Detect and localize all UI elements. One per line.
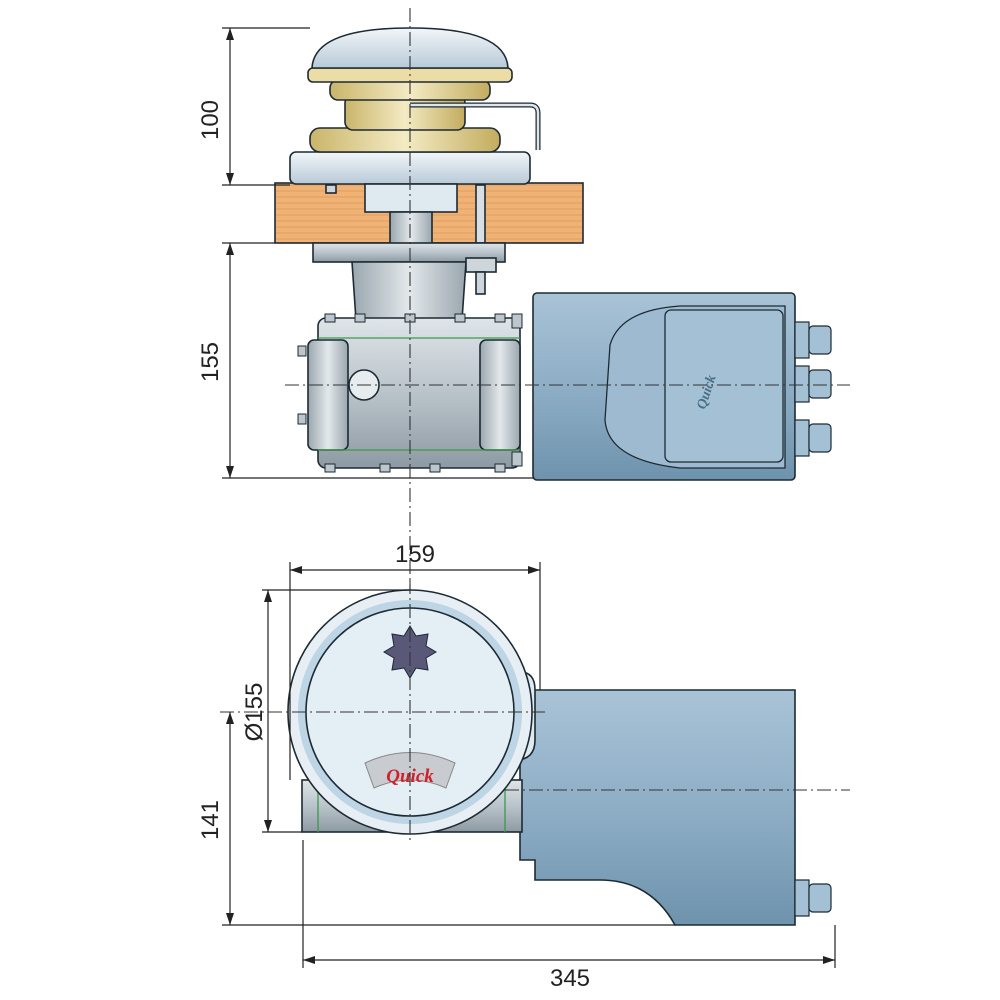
svg-text:141: 141 — [197, 800, 224, 840]
deck-collar — [364, 183, 458, 213]
motor-top — [519, 689, 796, 926]
dimension-offset: 141 — [197, 712, 675, 926]
svg-text:100: 100 — [197, 100, 224, 140]
top-view: Quick 159 Ø155 141 — [197, 541, 850, 992]
svg-text:155: 155 — [197, 342, 224, 382]
stud — [475, 184, 486, 244]
gypsy-lower — [309, 127, 501, 153]
nut — [465, 257, 497, 273]
shaft — [389, 211, 433, 245]
dimension-diameter: Ø155 — [241, 589, 410, 833]
neck — [351, 261, 467, 321]
motor-gland — [794, 879, 832, 917]
junction-box — [664, 309, 784, 463]
cable-glands — [794, 321, 832, 457]
svg-text:345: 345 — [550, 965, 590, 992]
dimension-overall-length: 345 — [302, 840, 836, 992]
dimension-under-deck: 155 — [197, 242, 533, 479]
dimension-width: 159 — [289, 541, 541, 780]
svg-text:159: 159 — [395, 541, 435, 568]
side-view: Quick 100 155 — [197, 8, 850, 590]
cap-logo-badge — [364, 752, 456, 789]
cap-dome — [311, 27, 509, 69]
svg-text:Ø155: Ø155 — [241, 683, 268, 742]
dimension-cap-height: 100 — [197, 27, 310, 186]
